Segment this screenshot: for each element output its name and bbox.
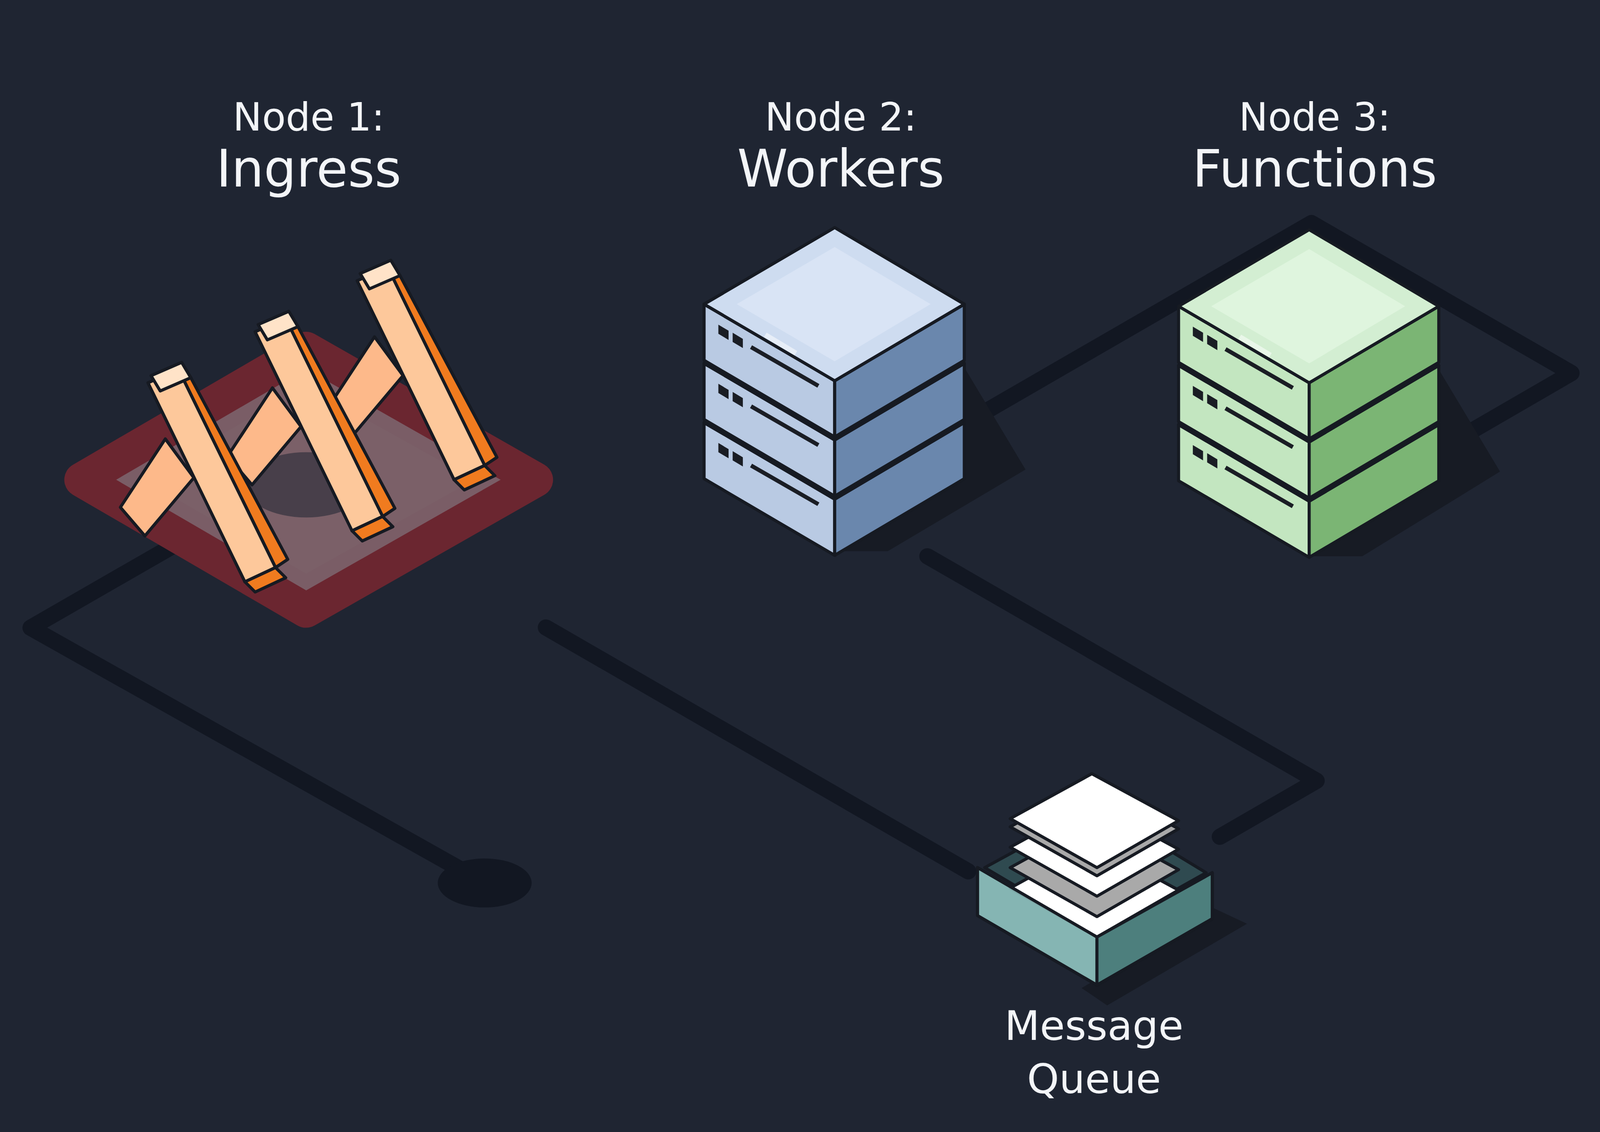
node-title: Workers bbox=[737, 139, 945, 199]
workers-server-stack bbox=[703, 227, 1026, 556]
node-title: Functions bbox=[1192, 139, 1438, 199]
node-group: Message Queue bbox=[968, 770, 1220, 1106]
node-group: Node 1:Ingress bbox=[61, 90, 557, 628]
node-title: Ingress bbox=[216, 139, 402, 199]
node-number: Node 3: bbox=[1238, 94, 1391, 140]
node-title: Message Queue bbox=[982, 999, 1206, 1106]
node-number: Node 2: bbox=[765, 94, 917, 140]
node-number: Node 1: bbox=[233, 94, 385, 140]
ingress-icon bbox=[81, 260, 536, 611]
node-group: Node 3:Functions bbox=[1158, 90, 1472, 562]
connector bbox=[545, 627, 969, 872]
node-group: Node 2:Workers bbox=[703, 90, 978, 557]
wire-dot bbox=[437, 858, 532, 908]
message-queue-icon bbox=[977, 773, 1248, 1006]
connector-line bbox=[545, 627, 969, 872]
functions-server-stack bbox=[1178, 229, 1500, 558]
